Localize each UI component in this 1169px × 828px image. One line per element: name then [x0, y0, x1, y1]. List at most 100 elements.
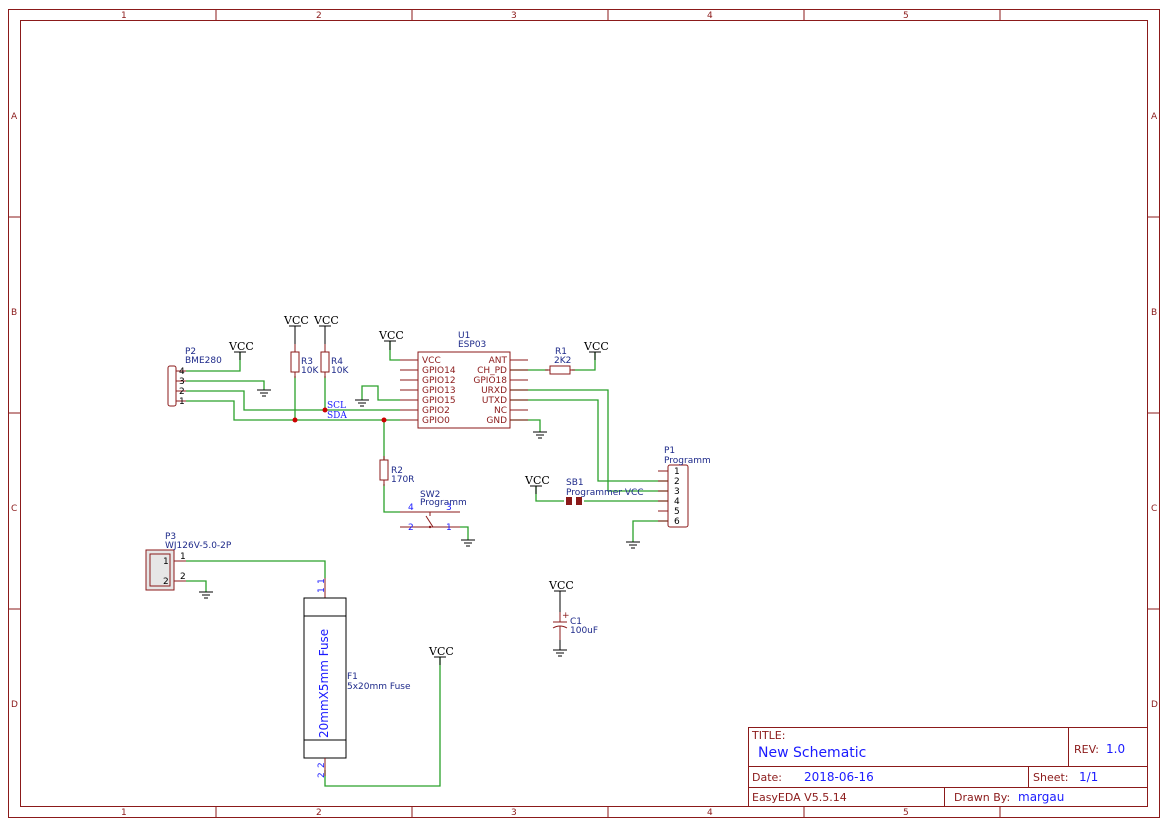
p1-pin-number: 2	[674, 477, 680, 487]
f1-pin-number: 1	[317, 587, 327, 593]
date-label: Date:	[752, 771, 782, 784]
p2-pin-number: 4	[179, 367, 185, 377]
f1-pin-number: 1	[317, 578, 327, 584]
sheet-label: Sheet:	[1033, 771, 1069, 784]
col-label: 1	[121, 808, 127, 818]
sb1-value: Programmer VCC	[566, 488, 644, 498]
col-label: 2	[316, 11, 322, 21]
vcc-label: VCC	[524, 474, 550, 487]
u1-pin-label: GPIO12	[422, 376, 456, 386]
r4-ref: R4	[331, 357, 343, 367]
row-label: B	[11, 308, 17, 318]
p1-pin-number: 3	[674, 487, 680, 497]
sw2-pin-number: 3	[446, 503, 452, 513]
p1-programm-connector[interactable]: P1 Programm 1 2 3 4 5 6	[658, 446, 711, 528]
sb1-ref: SB1	[566, 478, 584, 488]
schematic-title: New Schematic	[758, 745, 866, 761]
drawing-frame: 1 2 3 4 5 1 2 3 4 5 A B C D A B C D	[8, 9, 1160, 818]
u1-pin-label: GPIO15	[422, 396, 456, 406]
vcc-symbol: VCC	[428, 645, 454, 665]
sb1-solder-bridge[interactable]: SB1 Programmer VCC	[566, 478, 644, 505]
r1-value: 2K2	[554, 356, 571, 366]
row-label: D	[11, 700, 18, 710]
r1-resistor[interactable]: R1 2K2	[545, 347, 575, 375]
r2-resistor[interactable]: R2 170R	[379, 456, 414, 486]
p3-pin-number: 1	[163, 557, 169, 567]
f1-ref: F1	[347, 672, 358, 682]
r2-ref: R2	[391, 466, 403, 476]
p3-value: WJ126V-5.0-2P	[165, 541, 232, 551]
p1-pin-number: 1	[674, 467, 680, 477]
row-label: D	[1151, 700, 1158, 710]
col-label: 5	[903, 11, 909, 21]
wires	[186, 341, 668, 787]
sw2-switch[interactable]: SW2 Programm 4 3 2 1	[400, 490, 467, 533]
junctions	[292, 407, 387, 423]
sw2-pin-number: 2	[408, 523, 414, 533]
row-label: C	[1151, 504, 1157, 514]
vcc-label: VCC	[228, 340, 254, 353]
u1-pin-label: NC	[494, 406, 507, 416]
col-label: 4	[707, 808, 713, 818]
title-label: TITLE:	[751, 729, 785, 742]
p1-pin-number: 5	[674, 507, 680, 517]
p3-power-connector[interactable]: P3 WJ126V-5.0-2P 1 1 2 2	[145, 532, 232, 591]
u1-pin-label: GPIO0	[422, 416, 450, 426]
c1-ref: C1	[570, 617, 582, 627]
u1-pin-label: ANT	[489, 356, 508, 366]
col-label: 3	[511, 11, 517, 21]
u1-pin-label: CH_PD	[477, 366, 507, 376]
vcc-label: VCC	[378, 329, 404, 342]
p1-pin-number: 4	[674, 497, 680, 507]
f1-body-text: 20mmX5mm Fuse	[317, 629, 331, 738]
ground-icon	[257, 389, 271, 397]
vcc-symbol: VCC	[228, 340, 254, 360]
p3-ref: P3	[165, 532, 176, 542]
p3-pin-number: 2	[163, 577, 169, 587]
net-label-scl: SCL	[327, 401, 346, 411]
ground-icon	[355, 399, 369, 407]
vcc-label: VCC	[283, 314, 309, 327]
vcc-label: VCC	[428, 645, 454, 658]
ground-icon	[533, 431, 547, 439]
sheet-value: 1/1	[1079, 770, 1098, 784]
u1-pin-label: URXD	[481, 386, 507, 396]
p3-pin-number: 2	[180, 572, 186, 582]
p2-bme280-connector[interactable]: P2 BME280 4 3 2 1	[167, 347, 222, 407]
vcc-symbol: VCC	[313, 314, 339, 350]
u1-pin-label: GPIO13	[422, 386, 456, 396]
r4-resistor[interactable]: R4 10K	[320, 344, 349, 378]
ground-icon	[461, 539, 475, 547]
drawn-by-label: Drawn By:	[954, 791, 1010, 804]
row-label: A	[1151, 112, 1158, 122]
vcc-symbol: VCC	[283, 314, 309, 350]
p2-pin-number: 2	[179, 387, 185, 397]
net-label-sda: SDA	[327, 411, 347, 421]
rev-label: REV:	[1074, 743, 1099, 756]
r1-ref: R1	[555, 347, 567, 357]
col-label: 3	[511, 808, 517, 818]
sw2-pin-number: 1	[446, 523, 452, 533]
sw2-value: Programm	[420, 498, 467, 508]
r3-resistor[interactable]: R3 10K	[290, 344, 319, 378]
u1-pin-label: GND	[486, 416, 507, 426]
r4-value: 10K	[331, 366, 349, 376]
u1-pin-label: GPIO14	[422, 366, 456, 376]
ground-icon	[199, 591, 213, 599]
p3-pin-number: 1	[180, 552, 186, 562]
f1-value: 5x20mm Fuse	[347, 682, 411, 692]
col-label: 1	[121, 11, 127, 21]
u1-pin-label: GPIO18	[473, 376, 507, 386]
f1-fuse[interactable]: 20mmX5mm Fuse F1 5x20mm Fuse 1 1 2 2	[303, 578, 411, 778]
u1-esp03[interactable]: U1 ESP03 VCC GPIO14 GPIO12 GPIO13 GPIO15…	[400, 331, 528, 429]
vcc-symbol: VCC	[378, 329, 404, 350]
vcc-label: VCC	[548, 579, 574, 592]
c1-capacitor[interactable]: + C1 100uF	[552, 611, 598, 640]
row-label: A	[11, 112, 18, 122]
p2-ref: P2	[185, 347, 196, 357]
vcc-symbol: VCC	[548, 579, 574, 612]
vcc-symbol: VCC	[524, 474, 550, 494]
u1-ref: U1	[458, 331, 470, 341]
vcc-symbol: VCC	[583, 340, 609, 360]
p1-value: Programm	[664, 456, 711, 466]
